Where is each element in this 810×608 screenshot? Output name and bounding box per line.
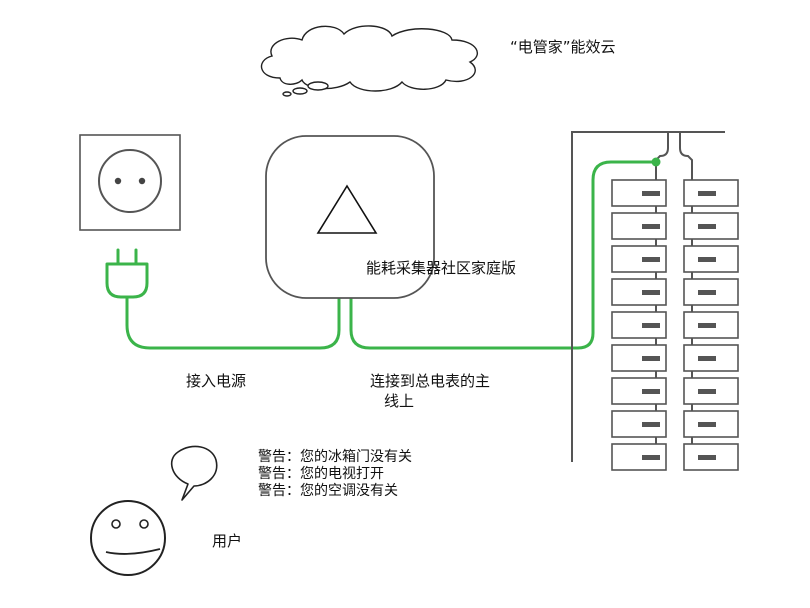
meter-label-line2: 线上 xyxy=(384,392,415,410)
device-label: 能耗采集器社区家庭版 xyxy=(366,259,517,277)
breaker-module xyxy=(611,212,667,240)
plug-label: 接入电源 xyxy=(186,372,247,390)
breaker-switch xyxy=(642,422,660,427)
speech-bubble-icon xyxy=(170,445,218,501)
breaker-panel-icon xyxy=(571,131,739,471)
breaker-switch xyxy=(642,191,660,196)
breaker-switch xyxy=(698,191,716,196)
user-label: 用户 xyxy=(212,532,243,550)
breaker-switch xyxy=(698,422,716,427)
cloud-icon xyxy=(260,25,479,97)
breaker-switch xyxy=(698,389,716,394)
breaker-switch xyxy=(642,224,660,229)
breaker-module xyxy=(683,179,739,207)
wall-socket-icon xyxy=(79,134,181,231)
breaker-module xyxy=(683,344,739,372)
breaker-switch xyxy=(698,224,716,229)
meter-label-line1: 连接到总电表的主 xyxy=(370,372,491,390)
warning-item: 警告：您的空调没有关 xyxy=(258,483,398,499)
wires xyxy=(125,160,658,350)
breaker-switch xyxy=(642,257,660,262)
breaker-switch xyxy=(698,455,716,460)
warning-item: 警告：您的冰箱门没有关 xyxy=(258,449,412,465)
collector-device-icon xyxy=(265,135,435,299)
breaker-switch xyxy=(642,290,660,295)
breaker-switch xyxy=(698,356,716,361)
breaker-switch xyxy=(642,356,660,361)
warning-item: 警告：您的电视打开 xyxy=(258,466,384,482)
breaker-switch xyxy=(642,323,660,328)
breaker-switch xyxy=(698,257,716,262)
warning-list: 警告：您的冰箱门没有关 警告：您的电视打开 警告：您的空调没有关 xyxy=(258,449,412,500)
breaker-switch xyxy=(642,389,660,394)
breaker-switch xyxy=(698,323,716,328)
plug-icon xyxy=(105,248,149,299)
breaker-switch xyxy=(642,455,660,460)
cloud-label: “电管家”能效云 xyxy=(510,38,616,56)
smiley-user-icon xyxy=(90,500,166,576)
breaker-switch xyxy=(698,290,716,295)
